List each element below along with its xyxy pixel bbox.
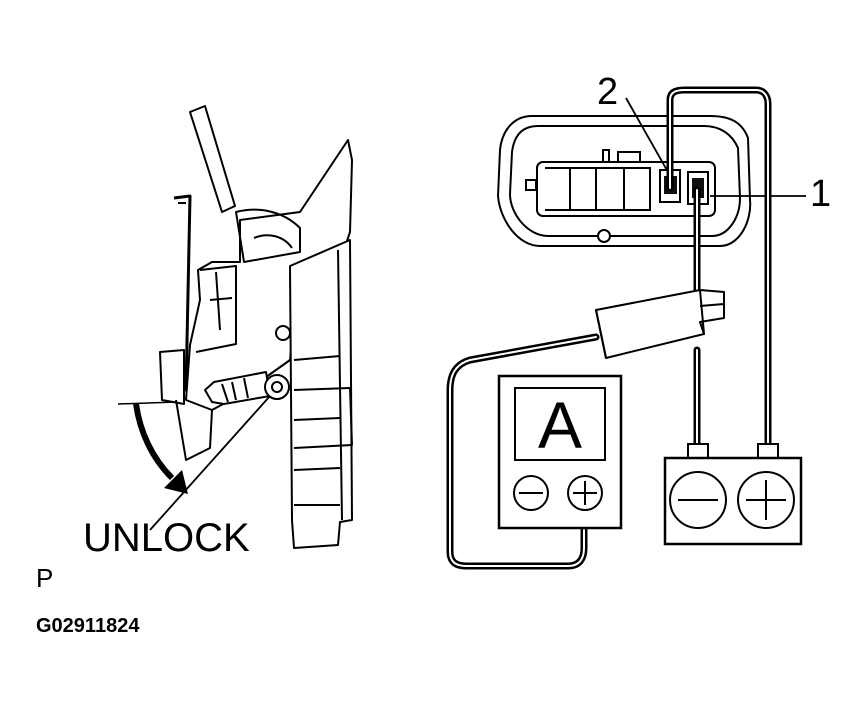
door-lock-assembly <box>117 105 353 549</box>
ammeter-display: A <box>538 388 582 462</box>
connector <box>496 115 752 247</box>
battery <box>663 443 803 546</box>
unlock-label: UNLOCK <box>83 516 250 560</box>
pin-2-label: 2 <box>597 71 618 113</box>
figure-code: G02911824 <box>36 615 140 637</box>
curved-arrow-icon <box>133 403 188 494</box>
minus-icon <box>513 475 549 511</box>
corner-mark: P <box>36 563 53 593</box>
plus-icon <box>567 475 603 511</box>
current-clamp <box>595 289 725 359</box>
plus-icon <box>737 471 795 529</box>
minus-icon <box>669 471 727 529</box>
wiring <box>446 86 772 570</box>
ammeter: A <box>497 374 623 530</box>
pin-1-label: 1 <box>810 173 831 215</box>
